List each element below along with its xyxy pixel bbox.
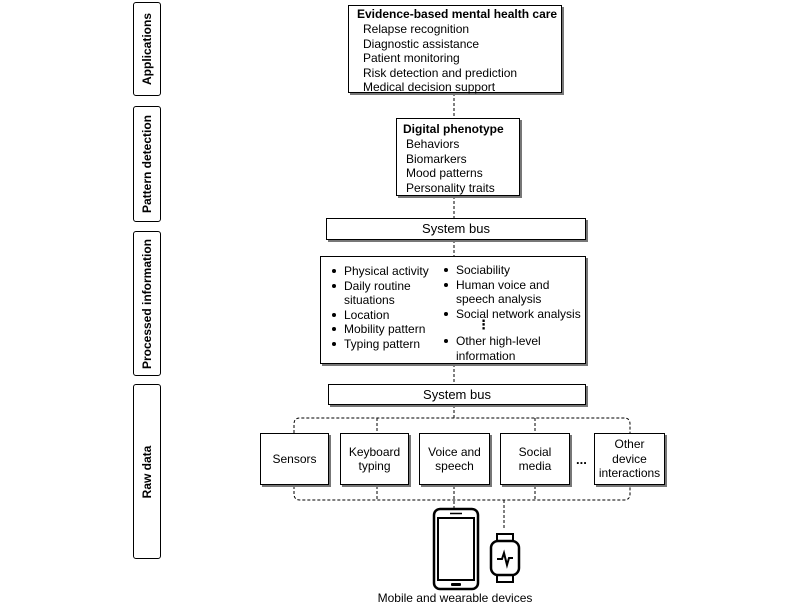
layer-tab-processed-information: Processed information	[133, 231, 161, 376]
layer-label-applications: Applications	[140, 12, 154, 86]
application-item: Medical decision support	[363, 80, 496, 94]
application-item: Diagnostic assistance	[363, 36, 480, 51]
processed-item: Physical activity	[329, 264, 441, 279]
layer-label-processed-information: Processed information	[140, 238, 154, 369]
processed-item: Human voice and speech analysis	[441, 278, 556, 307]
phenotype-item: Biomarkers	[406, 151, 467, 166]
sources-bottom-bracket	[293, 486, 631, 501]
processed-item: Mobility pattern	[329, 322, 441, 337]
sources-ellipsis: ...	[576, 452, 587, 467]
processed-item: Social network analysis	[441, 307, 587, 322]
processed-ellipsis: ⋮	[441, 317, 587, 334]
phenotype-item: Behaviors	[406, 137, 460, 151]
processed-information-box: Physical activity Daily routine situatio…	[320, 256, 586, 364]
source-label: Keyboard typing	[348, 444, 401, 474]
vertical-ellipsis: ⋮	[477, 317, 490, 332]
source-label: Sensors	[272, 451, 317, 466]
source-label: Other device interactions	[598, 437, 661, 481]
smartphone-icon	[432, 507, 480, 591]
system-bus-bottom: System bus	[328, 384, 586, 405]
application-item: Relapse recognition	[363, 22, 470, 36]
source-voice-and-speech: Voice and speech	[419, 433, 490, 485]
application-item: Risk detection and prediction	[363, 65, 518, 80]
digital-phenotype-box: Digital phenotype Behaviors Biomarkers M…	[396, 118, 520, 196]
source-label: Voice and speech	[428, 444, 481, 474]
source-sensors: Sensors	[260, 433, 329, 485]
layer-label-raw-data: Raw data	[140, 445, 154, 498]
layer-tab-applications: Applications	[133, 2, 161, 96]
processed-item: Typing pattern	[329, 337, 441, 352]
processed-list-right: Sociability Human voice and speech analy…	[441, 263, 587, 363]
source-label: Social media	[518, 444, 552, 474]
applications-box: Evidence-based mental health care Relaps…	[348, 5, 562, 94]
phenotype-item: Mood patterns	[406, 166, 483, 180]
processed-item: Other high-level information	[441, 334, 556, 363]
layer-tab-pattern-detection: Pattern detection	[133, 106, 161, 222]
application-item: Patient monitoring	[363, 51, 460, 65]
processed-item: Daily routine situations	[329, 279, 441, 308]
system-bus-label: System bus	[422, 221, 490, 236]
source-other-device-interactions: Other device interactions	[594, 433, 665, 485]
system-bus-top: System bus	[326, 218, 586, 240]
sources-top-bracket	[293, 417, 631, 433]
phenotype-item: Personality traits	[406, 180, 495, 195]
devices-label: Mobile and wearable devices	[377, 591, 533, 605]
source-keyboard-typing: Keyboard typing	[340, 433, 409, 485]
system-bus-label: System bus	[423, 387, 491, 402]
processed-item: Location	[329, 308, 441, 323]
processed-list-left: Physical activity Daily routine situatio…	[329, 264, 441, 351]
applications-title: Evidence-based mental health care	[357, 7, 558, 21]
phenotype-title: Digital phenotype	[403, 122, 504, 136]
layer-label-pattern-detection: Pattern detection	[140, 114, 154, 214]
smartwatch-icon	[489, 533, 521, 583]
source-social-media: Social media	[500, 433, 570, 485]
processed-item: Sociability	[441, 263, 587, 278]
layer-tab-raw-data: Raw data	[133, 384, 161, 559]
